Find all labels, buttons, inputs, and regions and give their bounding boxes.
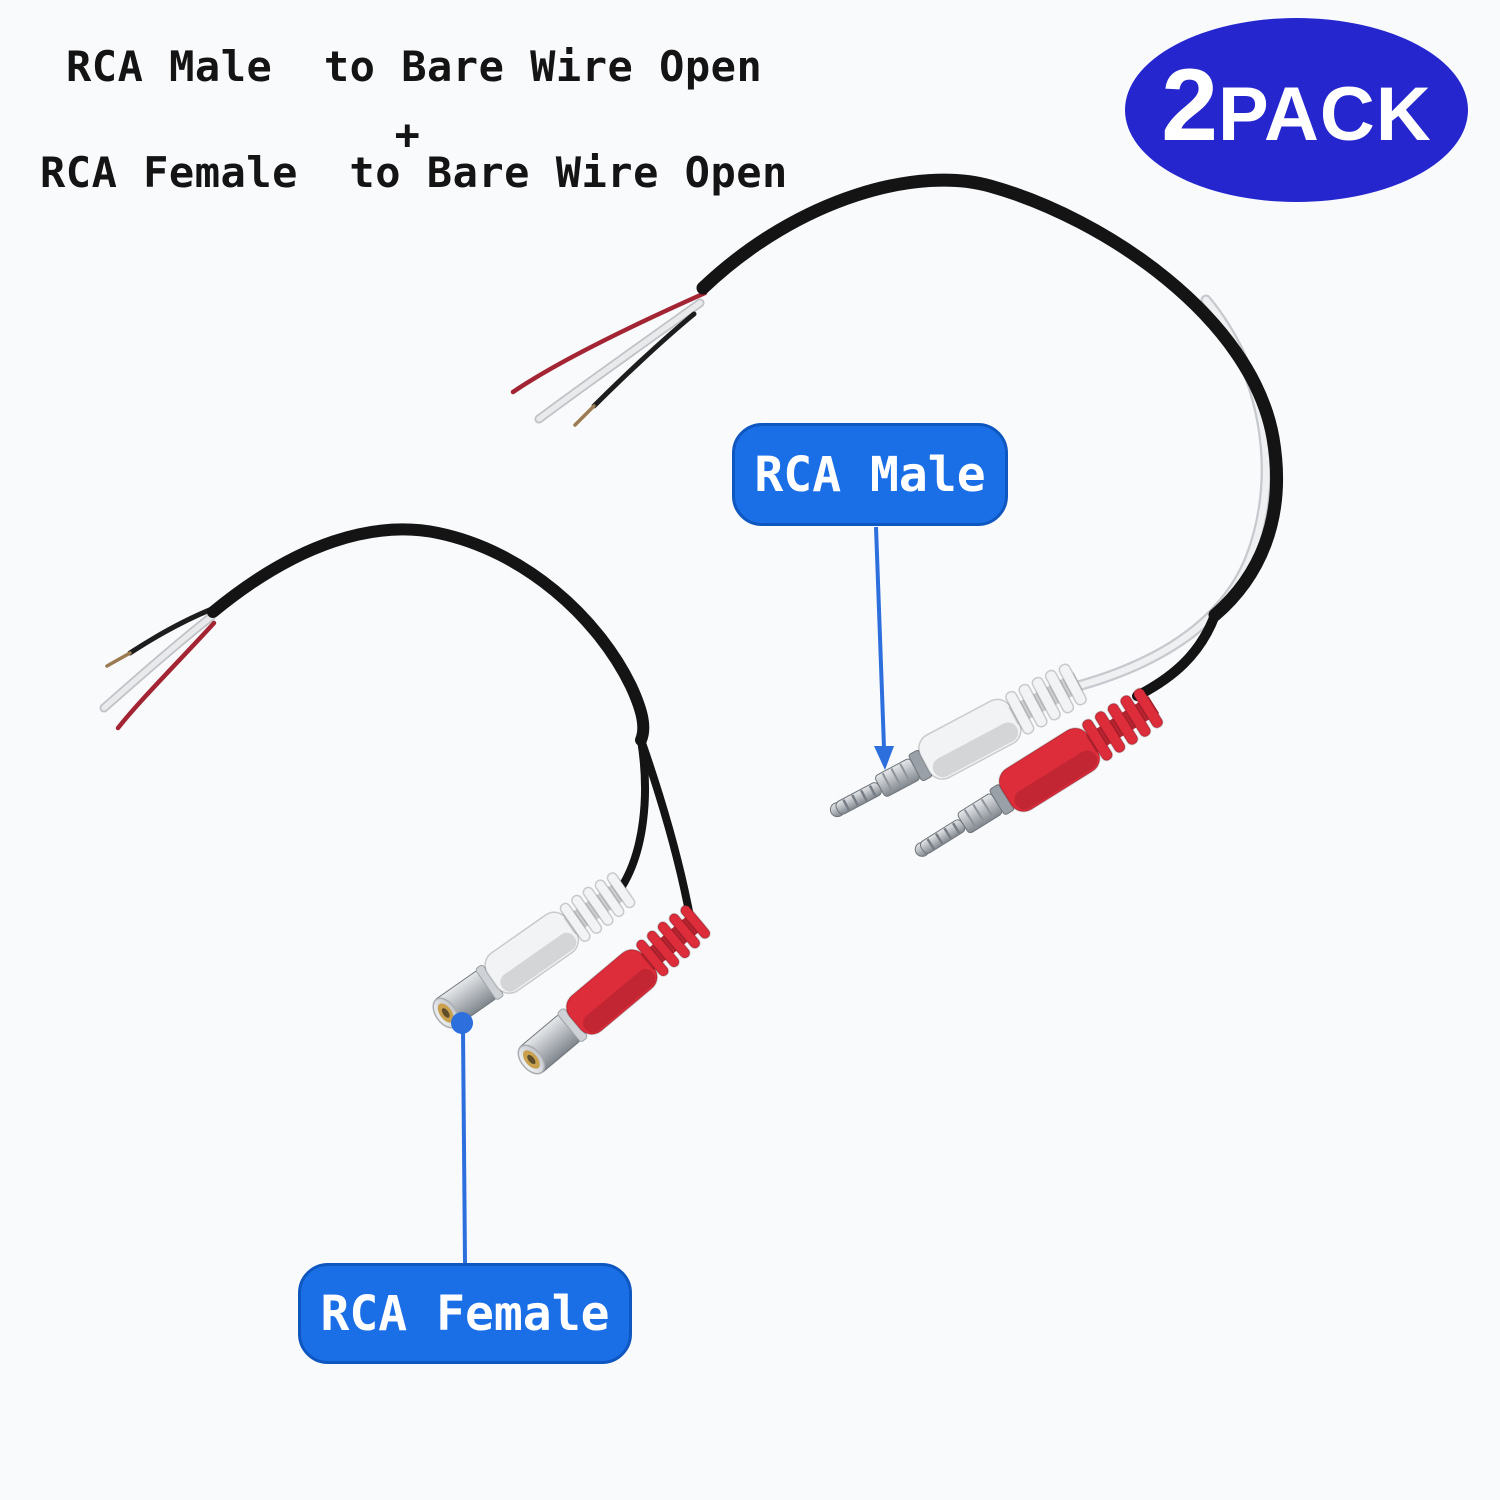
bare-black-wire <box>127 606 215 656</box>
cable-jacket <box>207 523 650 746</box>
rca-male-cable <box>510 173 1283 875</box>
bare-black-wire <box>591 311 697 409</box>
bare-copper-tip <box>105 651 132 668</box>
callout-rca-female: RCA Female <box>298 1263 632 1364</box>
female-pointer-dot <box>451 1012 473 1034</box>
black-lead <box>1132 610 1220 701</box>
cable-jacket <box>696 173 1283 622</box>
male-pointer-line <box>874 526 886 749</box>
bare-copper-tip <box>573 404 596 427</box>
bare-red-wire <box>510 290 708 395</box>
callout-rca-male: RCA Male <box>732 423 1008 526</box>
lead-to-white-jack <box>617 736 649 892</box>
pack-count-number: 2 <box>1161 48 1218 162</box>
heading-line-1: RCA Male to Bare Wire Open <box>66 42 763 91</box>
heading-line-2: RCA Female to Bare Wire Open <box>40 148 788 197</box>
heading-plus: + <box>394 110 421 159</box>
lead-to-red-jack <box>637 736 695 926</box>
bare-red-wire <box>115 620 217 731</box>
bare-white-wire <box>101 614 214 711</box>
rca-female-cable <box>99 523 715 1085</box>
pack-count-unit: PACK <box>1218 72 1432 157</box>
bare-white-wire <box>536 300 703 422</box>
female-pointer-line <box>461 1029 467 1264</box>
callout-pointers <box>451 526 894 1264</box>
male-pointer-arrow <box>874 746 894 770</box>
